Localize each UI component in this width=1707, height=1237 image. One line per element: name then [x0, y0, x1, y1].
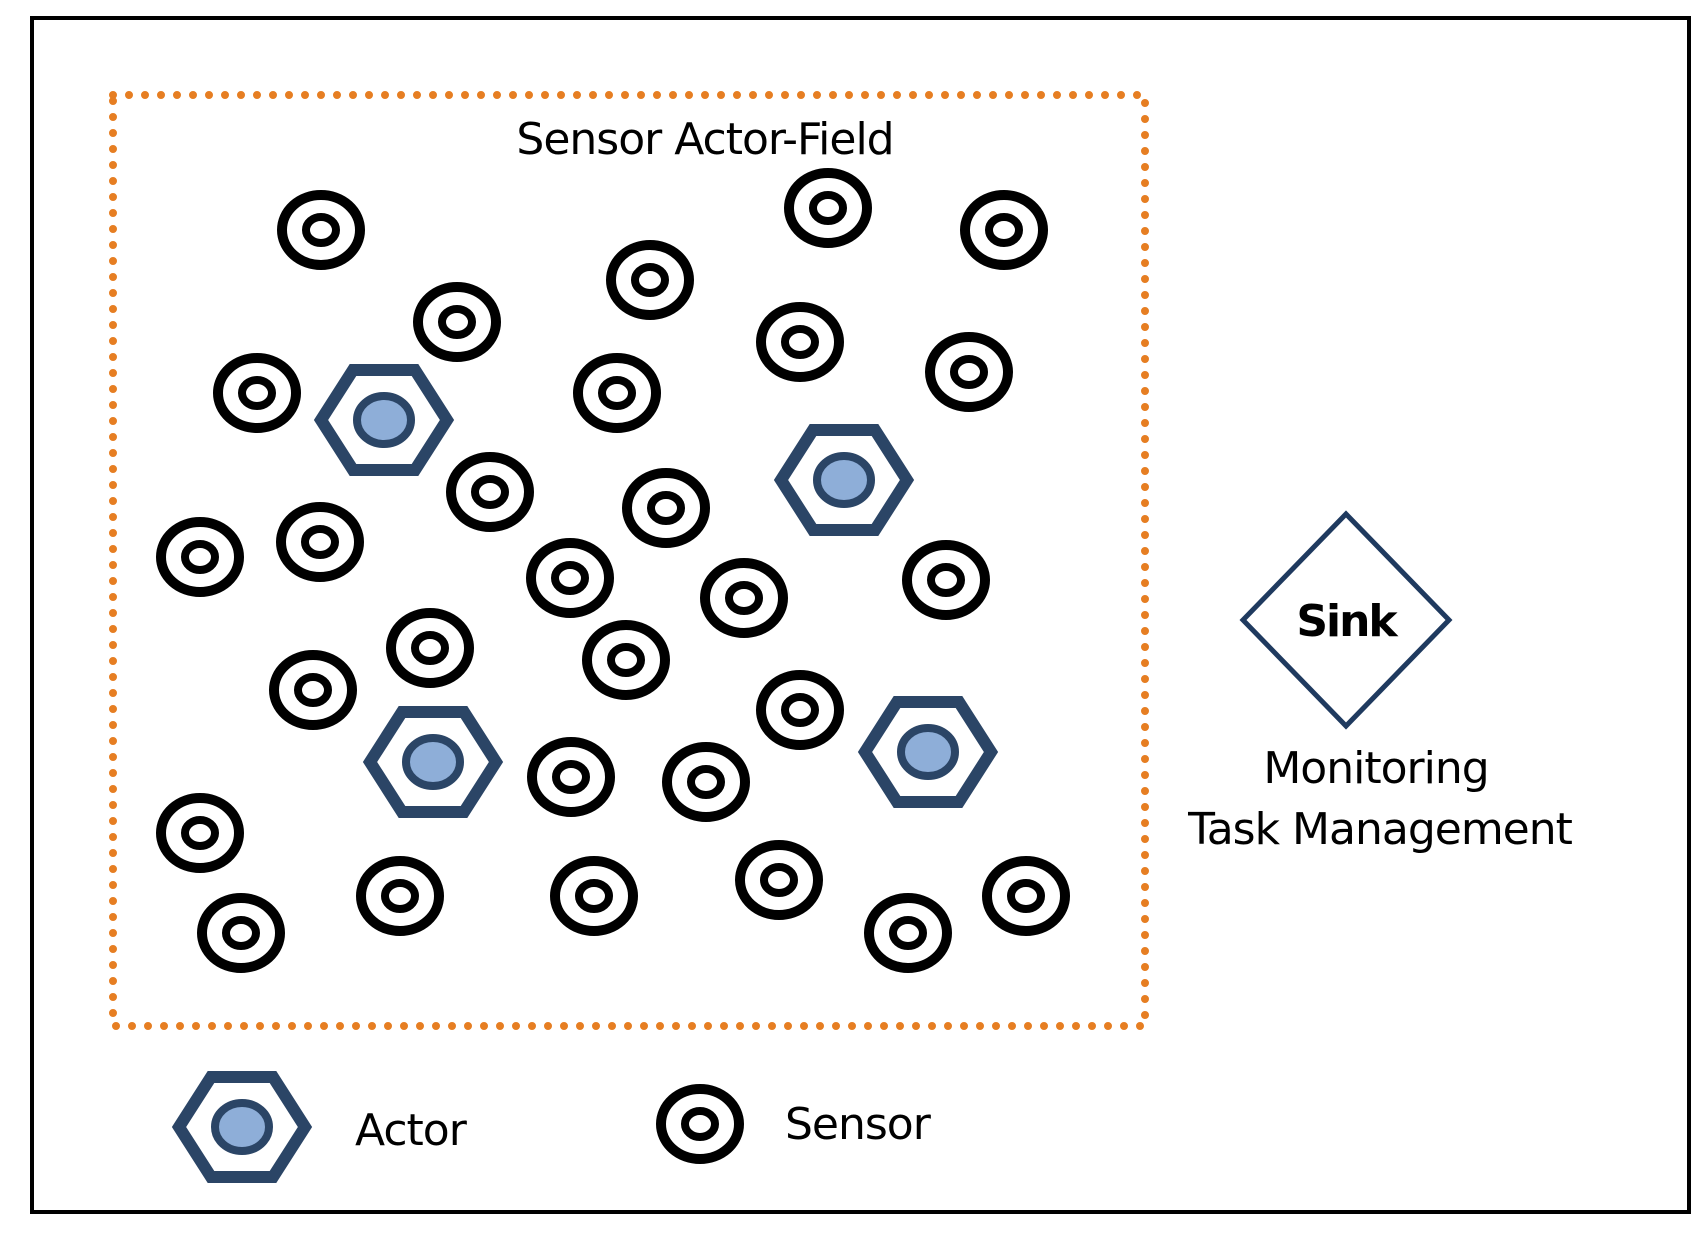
sensor-node — [925, 332, 1013, 412]
sensor-node — [573, 353, 661, 433]
sensor-node — [756, 302, 844, 382]
sensor-node — [582, 620, 670, 700]
sensor-node — [276, 502, 364, 582]
sensor-inner-ring — [222, 916, 260, 950]
actor-core — [211, 1099, 273, 1155]
sensor-inner-ring — [471, 475, 509, 509]
sensor-node — [735, 840, 823, 920]
sensor-node — [213, 353, 301, 433]
sensor-node — [277, 190, 365, 270]
sensor-inner-ring — [607, 643, 645, 677]
sensor-node — [446, 452, 534, 532]
sensor-inner-ring — [438, 305, 476, 339]
sensor-inner-ring — [781, 325, 819, 359]
actor-node — [773, 424, 915, 536]
sensor-node — [864, 893, 952, 973]
sensor-inner-ring — [631, 263, 669, 297]
actor-core — [402, 734, 464, 790]
sensor-node — [197, 893, 285, 973]
sensor-inner-ring — [238, 376, 276, 410]
legend-sensor-label: Sensor — [785, 1099, 932, 1150]
sensor-inner-ring — [181, 540, 219, 574]
sensor-node — [960, 190, 1048, 270]
actor-node — [857, 696, 999, 808]
sink-diamond-shape — [1239, 510, 1453, 730]
sensor-inner-ring — [809, 191, 847, 225]
sink-label: Sink — [1296, 596, 1399, 647]
sensor-inner-ring — [985, 213, 1023, 247]
sensor-node — [756, 670, 844, 750]
actors-layer — [313, 364, 999, 818]
sensor-inner-ring — [760, 863, 798, 897]
sensor-node — [700, 558, 788, 638]
sensor-inner-ring — [889, 916, 927, 950]
sensor-node — [550, 856, 638, 936]
sensor-inner-ring — [687, 765, 725, 799]
sensor-inner-ring — [927, 563, 965, 597]
sink-node: Sink — [1239, 510, 1453, 730]
sensor-icon — [656, 1084, 744, 1164]
sensor-inner-ring — [647, 491, 685, 525]
sensor-node — [622, 468, 710, 548]
field-title: Sensor Actor-Field — [516, 114, 893, 165]
sensor-node — [356, 856, 444, 936]
sensor-inner-ring — [302, 213, 340, 247]
actor-core — [353, 392, 415, 448]
sensor-inner-ring — [598, 376, 636, 410]
actor-icon — [171, 1071, 313, 1183]
sensor-inner-ring — [681, 1107, 719, 1141]
sensor-node — [662, 742, 750, 822]
sensor-node — [606, 240, 694, 320]
actor-core — [897, 724, 959, 780]
legend-actor-icon — [171, 1071, 313, 1183]
actor-node — [313, 364, 455, 476]
sensor-node — [784, 168, 872, 248]
sink-description-monitoring: Monitoring — [1263, 743, 1488, 794]
actor-node — [362, 706, 504, 818]
sink-description-task-management: Task Management — [1187, 804, 1573, 855]
sensor-node — [902, 540, 990, 620]
sensor-actor-field-boundary — [109, 91, 1149, 1030]
sensor-inner-ring — [1007, 879, 1045, 913]
sensor-node — [386, 608, 474, 688]
actor-core — [813, 452, 875, 508]
sensor-inner-ring — [411, 631, 449, 665]
sensor-inner-ring — [551, 561, 589, 595]
legend: Actor Sensor — [171, 1071, 933, 1183]
outer-frame — [30, 16, 1691, 1214]
sensor-node — [982, 856, 1070, 936]
sensor-node — [269, 650, 357, 730]
sensor-inner-ring — [950, 355, 988, 389]
sensor-node — [527, 737, 615, 817]
sensor-inner-ring — [552, 760, 590, 794]
sensor-node — [526, 538, 614, 618]
sensor-inner-ring — [725, 581, 763, 615]
sensors-layer — [156, 168, 1070, 973]
legend-sensor-icon — [656, 1084, 744, 1164]
sensor-inner-ring — [781, 693, 819, 727]
legend-actor-label: Actor — [355, 1105, 468, 1156]
sensor-inner-ring — [181, 816, 219, 850]
sensor-inner-ring — [381, 879, 419, 913]
sensor-inner-ring — [301, 525, 339, 559]
sensor-node — [156, 517, 244, 597]
sensor-node — [413, 282, 501, 362]
sensor-node — [156, 793, 244, 873]
sensor-inner-ring — [294, 673, 332, 707]
sensor-inner-ring — [575, 879, 613, 913]
